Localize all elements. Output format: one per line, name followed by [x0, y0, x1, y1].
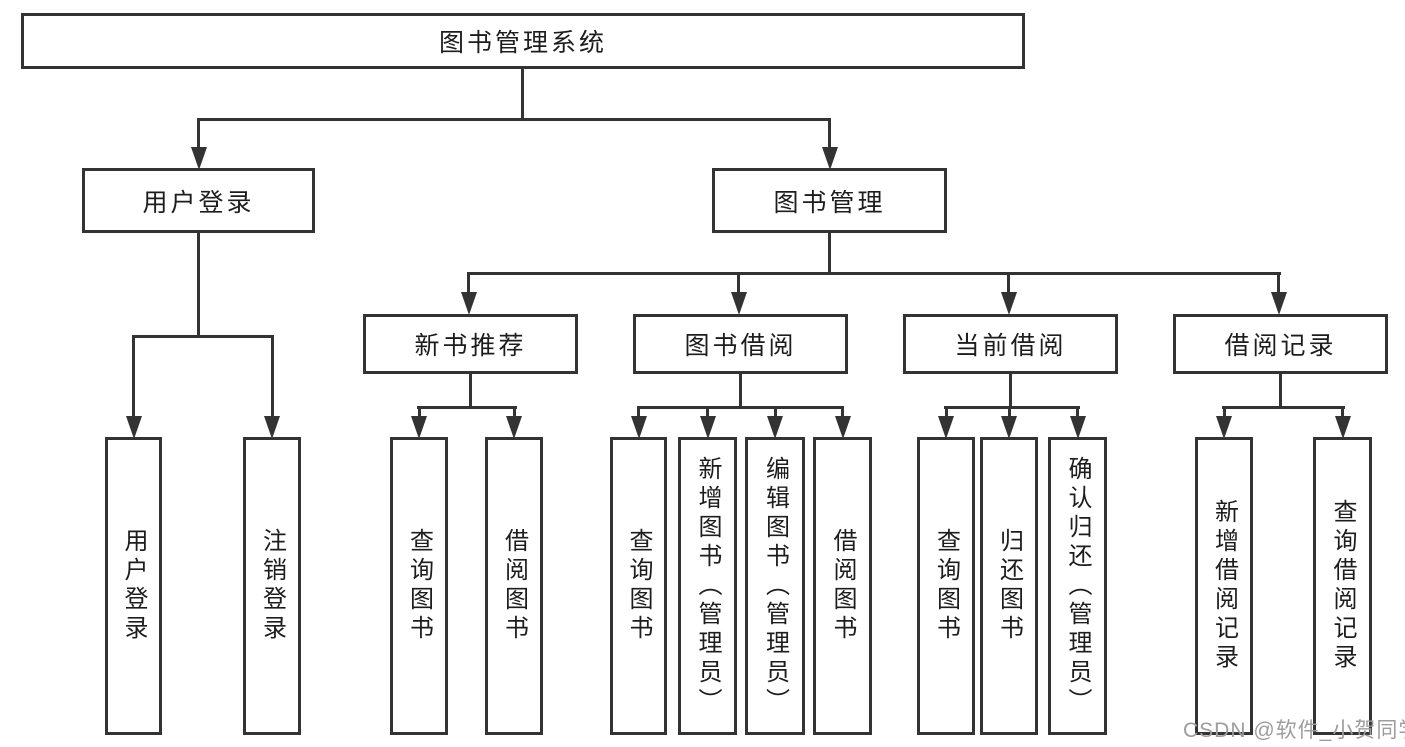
edge-line — [521, 69, 524, 120]
arrowhead-icon — [126, 416, 142, 439]
arrowhead-icon — [1070, 416, 1086, 439]
edge-line — [1009, 373, 1012, 408]
node-label: 查询借阅记录 — [1329, 499, 1356, 673]
node-book-borrowing: 图书借阅 — [633, 314, 848, 374]
arrowhead-icon — [191, 147, 207, 170]
node-book-management: 图书管理 — [712, 168, 947, 233]
leaf-add-books-admin: 新增图书（管理员） — [678, 437, 737, 735]
node-label: 新增图书（管理员） — [694, 455, 721, 717]
leaf-borrow-books-recommend: 借阅图书 — [485, 437, 543, 735]
node-current-borrowing: 当前借阅 — [903, 314, 1118, 374]
leaf-query-books-current: 查询图书 — [917, 437, 975, 735]
leaf-borrow-books: 借阅图书 — [813, 437, 872, 735]
node-label: 新书推荐 — [414, 332, 527, 360]
node-new-book-recommendation: 新书推荐 — [363, 314, 578, 374]
leaf-confirm-return-admin: 确认归还（管理员） — [1048, 437, 1107, 735]
edge-line — [469, 373, 472, 408]
edge-line — [417, 406, 517, 409]
edge-line — [945, 406, 948, 416]
arrowhead-icon — [1216, 416, 1232, 439]
edge-line — [841, 406, 844, 416]
arrowhead-icon — [835, 416, 851, 439]
edge-line — [637, 406, 844, 409]
edge-line — [1223, 406, 1226, 416]
edge-line — [637, 406, 640, 416]
leaf-query-books-recommend: 查询图书 — [390, 437, 448, 735]
edge-line — [1277, 272, 1280, 294]
arrowhead-icon — [700, 416, 716, 439]
arrowhead-icon — [1271, 292, 1287, 315]
leaf-edit-books-admin: 编辑图书（管理员） — [745, 437, 805, 735]
node-user-login: 用户登录 — [82, 168, 315, 233]
edge-line — [706, 406, 709, 416]
edge-line — [467, 272, 470, 294]
node-label: 用户登录 — [142, 188, 255, 217]
node-label: 新增借阅记录 — [1210, 499, 1238, 673]
arrowhead-icon — [1001, 416, 1017, 439]
node-label: 确认归还（管理员） — [1064, 455, 1091, 717]
edge-line — [739, 373, 742, 408]
edge-line — [828, 118, 831, 148]
edge-line — [271, 335, 274, 416]
edge-line — [132, 335, 135, 416]
arrowhead-icon — [411, 416, 427, 439]
arrowhead-icon — [938, 416, 954, 439]
arrowhead-icon — [1335, 416, 1351, 439]
edge-line — [197, 118, 200, 148]
node-label: 图书借阅 — [684, 332, 797, 360]
edge-line — [1007, 272, 1010, 294]
node-label: 查询图书 — [625, 528, 652, 644]
node-label: 注销登录 — [258, 528, 286, 644]
node-library-management-system: 图书管理系统 — [21, 13, 1025, 69]
edge-line — [197, 118, 831, 121]
edge-line — [1341, 406, 1344, 416]
leaf-add-borrow-record: 新增借阅记录 — [1195, 437, 1253, 735]
node-label: 编辑图书（管理员） — [761, 455, 789, 717]
node-label: 借阅图书 — [829, 528, 856, 644]
edge-line — [132, 335, 274, 338]
edge-line — [1222, 406, 1345, 409]
edge-line — [513, 406, 516, 416]
leaf-logout-login: 注销登录 — [243, 437, 301, 735]
arrowhead-icon — [1001, 292, 1017, 315]
watermark-text: CSDN @软件_小贺同学 — [1183, 719, 1405, 742]
node-label: 用户登录 — [120, 528, 147, 644]
arrowhead-icon — [767, 416, 783, 439]
edge-line — [1279, 373, 1282, 408]
edge-line — [1008, 406, 1011, 416]
node-label: 借阅图书 — [500, 528, 528, 644]
edge-line — [197, 232, 200, 337]
edge-line — [774, 406, 777, 416]
edge-line — [828, 232, 831, 274]
edge-line — [944, 406, 1080, 409]
arrowhead-icon — [506, 416, 522, 439]
arrowhead-icon — [631, 416, 647, 439]
edge-line — [737, 272, 740, 294]
node-label: 归还图书 — [995, 528, 1023, 644]
node-label: 借阅记录 — [1224, 332, 1337, 360]
leaf-query-borrow-record: 查询借阅记录 — [1313, 437, 1372, 735]
edge-line — [418, 406, 421, 416]
leaf-user-login: 用户登录 — [105, 437, 162, 735]
node-label: 查询图书 — [405, 528, 433, 644]
node-label: 当前借阅 — [954, 332, 1067, 360]
node-label: 图书管理 — [773, 188, 886, 217]
arrowhead-icon — [461, 292, 477, 315]
arrowhead-icon — [822, 147, 838, 170]
leaf-return-books: 归还图书 — [980, 437, 1038, 735]
node-label: 图书管理系统 — [438, 29, 607, 57]
arrowhead-icon — [731, 292, 747, 315]
edge-line — [467, 272, 1281, 275]
leaf-query-books-borrow: 查询图书 — [610, 437, 667, 735]
edge-line — [1076, 406, 1079, 416]
node-label: 查询图书 — [932, 528, 960, 644]
node-borrowing-records: 借阅记录 — [1173, 314, 1388, 374]
arrowhead-icon — [264, 416, 280, 439]
